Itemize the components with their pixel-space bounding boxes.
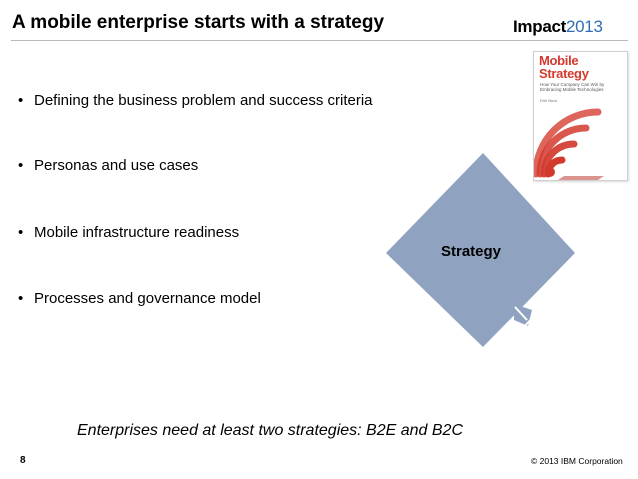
bullet-item: • Personas and use cases — [18, 157, 198, 174]
bullet-marker: • — [18, 92, 24, 109]
bullet-text: Processes and governance model — [34, 290, 261, 307]
book-title-line: Strategy — [539, 66, 589, 81]
page-number: 8 — [20, 455, 26, 466]
bullet-item: • Mobile infrastructure readiness — [18, 224, 239, 241]
bullet-marker: • — [18, 157, 24, 174]
strategy-label: Strategy — [441, 243, 502, 260]
book-subtitle: How Your Company Can Win by Embracing Mo… — [540, 82, 605, 92]
bullet-marker: • — [18, 224, 24, 241]
impact-2013-logo: Impact2013 — [513, 17, 603, 37]
wireless-signal-icon — [534, 108, 604, 180]
bullet-text: Mobile infrastructure readiness — [34, 224, 240, 241]
copyright-text: © 2013 IBM Corporation — [531, 456, 623, 466]
book-title-line: Mobile — [539, 53, 579, 68]
strategy-arrow-line — [514, 306, 528, 321]
bullet-text: Personas and use cases — [34, 157, 199, 174]
bullet-text: Defining the business problem and succes… — [34, 92, 373, 109]
slide-title: A mobile enterprise starts with a strate… — [12, 12, 385, 33]
title-divider — [11, 40, 628, 41]
book-title: Mobile Strategy — [539, 54, 589, 80]
strategy-diamond — [386, 153, 575, 347]
book-author: Dirk Nicol — [540, 98, 558, 103]
strategy-note: Enterprises need at least two strategies… — [77, 422, 463, 439]
book-cover-image: Mobile Strategy How Your Company Can Win… — [533, 51, 628, 181]
logo-text-impact: Impact — [513, 17, 566, 36]
bullet-item: • Defining the business problem and succe… — [18, 92, 373, 109]
bullet-item: • Processes and governance model — [18, 290, 261, 307]
bullet-marker: • — [18, 290, 24, 307]
strategy-arrow-line — [524, 316, 534, 327]
logo-text-year: 2013 — [566, 17, 603, 36]
